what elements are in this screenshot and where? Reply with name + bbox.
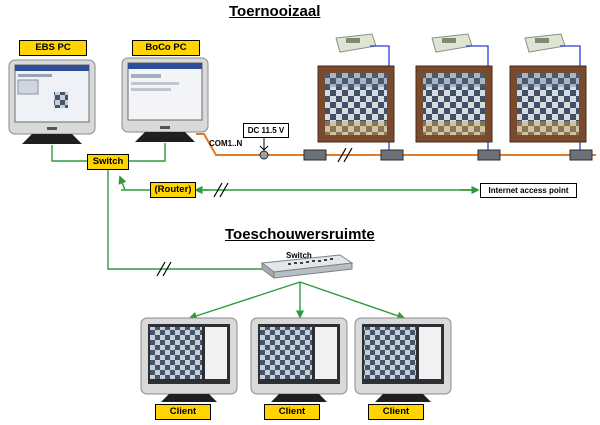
internet-access-point-label: Internet access point: [480, 183, 577, 198]
sensor-board-icon: [415, 65, 493, 143]
line-break-icon: [213, 182, 229, 198]
sensor-board-icon: [317, 65, 395, 143]
com-port-label: COM1..N: [209, 139, 243, 148]
client-monitor-icon: [354, 317, 452, 402]
chess-clock-icon: [524, 33, 566, 53]
client-monitor-icon: [140, 317, 238, 402]
power-connector-icon: [259, 138, 269, 160]
serial-bus-line: [196, 133, 596, 156]
sensor-board-icon: [509, 65, 587, 143]
bus-interface-icon: [303, 149, 593, 161]
network-links: [51, 143, 475, 270]
boco-pc-label: BoCo PC: [132, 40, 200, 56]
heading-spectators: Toeschouwersruimte: [225, 226, 375, 243]
network-switch-icon: [260, 254, 354, 279]
router-label: (Router): [150, 182, 196, 198]
client-link-arrow: [299, 281, 406, 320]
power-label: DC 11.5 V: [243, 123, 289, 138]
client-label: Client: [368, 404, 424, 420]
router-arrow: [118, 175, 127, 191]
chess-clock-icon: [335, 33, 377, 53]
client-link-arrow: [188, 281, 301, 320]
switch-label: Switch: [87, 154, 129, 170]
line-break-icon: [156, 261, 172, 277]
chess-clock-icon: [431, 33, 473, 53]
boco-pc-monitor-icon: [121, 57, 209, 142]
line-break-icon: [337, 147, 353, 163]
spectator-switch-label: Switch: [286, 251, 312, 260]
ebs-pc-label: EBS PC: [19, 40, 87, 56]
client-label: Client: [264, 404, 320, 420]
client-label: Client: [155, 404, 211, 420]
heading-hall: Toernooizaal: [229, 3, 321, 20]
client-monitor-icon: [250, 317, 348, 402]
ebs-pc-monitor-icon: [8, 59, 96, 144]
